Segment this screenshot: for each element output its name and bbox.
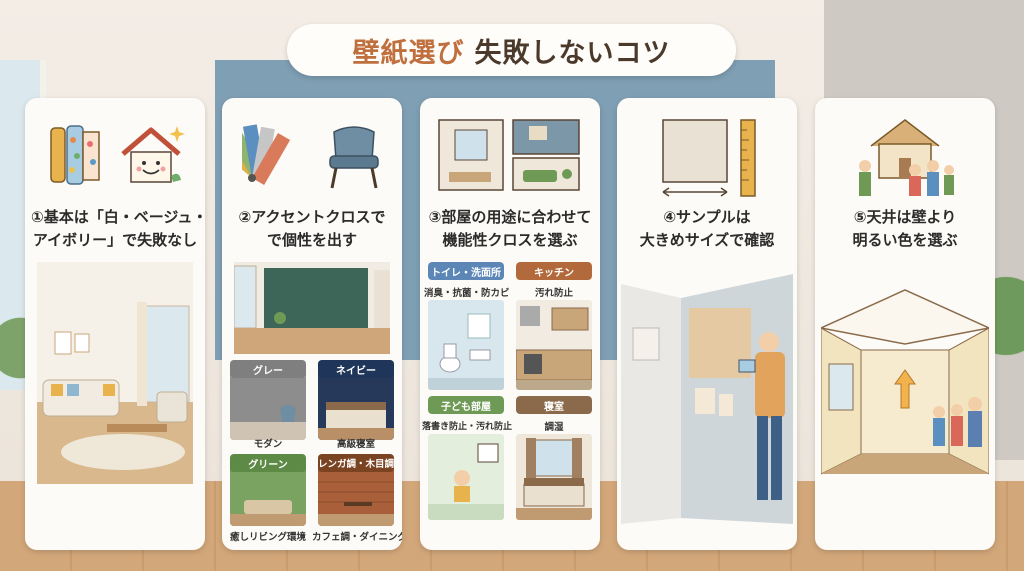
card4-title-line2: 大きめサイズで確認 <box>639 231 775 249</box>
swatch-green-label: グリーン <box>230 454 306 472</box>
room-kitchen-label-wrap: キッチン <box>516 262 592 282</box>
card3-title: ③部屋の用途に合わせて 機能性クロスを選ぶ <box>426 206 594 252</box>
swatch-gray: グレー <box>230 360 306 440</box>
swatch-green: グリーン <box>230 454 306 526</box>
room-kitchen-image <box>516 300 592 390</box>
tip-card-5: ⑤天井は壁より 明るい色を選ぶ <box>815 98 995 550</box>
room-bedroom-label: 寝室 <box>516 396 592 414</box>
room-kids-image <box>428 434 504 520</box>
room-bedroom-caption: 調湿 <box>544 422 564 433</box>
room-bedroom-image <box>516 434 592 520</box>
family-house-icon <box>859 119 954 196</box>
swatch-brick: レンガ調・木目調 <box>318 454 394 526</box>
background-plant-right <box>994 260 1024 400</box>
card3-title-line2: 機能性クロスを選ぶ <box>442 231 578 249</box>
card3-title-line1: ③部屋の用途に合わせて <box>428 208 592 226</box>
card5-title: ⑤天井は壁より 明るい色を選ぶ <box>821 206 989 252</box>
room-kids-label: 子ども部屋 <box>428 396 504 414</box>
swatch-green-caption: 癒しリビング環境 <box>229 532 306 543</box>
room-kids-label-wrap: 子ども部屋 <box>428 396 504 416</box>
title-part2: 失敗しないコツ <box>474 37 671 69</box>
room-toilet-label-wrap: トイレ・洗面所 <box>428 262 504 282</box>
card3-icons <box>420 112 600 198</box>
tip-card-2: ②アクセントクロスで で個性を出す グレー モダン ネイビー 高級寝室 <box>222 98 402 550</box>
swatch-navy-caption: 高級寝室 <box>336 439 375 450</box>
card5-ceiling-room-image <box>818 284 992 484</box>
room-toilet-image <box>428 300 504 390</box>
swatch-gray-caption: モダン <box>253 439 283 450</box>
room-kitchen-label: キッチン <box>516 262 592 280</box>
swatch-brick-caption: カフェ調・ダイニング <box>312 532 402 543</box>
card2-accent-room-image <box>233 262 390 354</box>
card2-title-line2: で個性を出す <box>266 231 357 249</box>
title-part1: 壁紙選び <box>352 37 465 69</box>
card4-icons <box>617 112 797 198</box>
room-kitchen-caption: 汚れ防止 <box>534 288 573 299</box>
room-kids-caption: 落書き防止・汚れ防止 <box>422 422 513 432</box>
room-bedroom-label-wrap: 寝室 <box>516 396 592 416</box>
smiling-house-icon <box>121 126 185 183</box>
card1-title-line2: アイボリー」で失敗なし <box>32 231 198 249</box>
card4-title-line1: ④サンプルは <box>663 208 751 226</box>
room-layout-icon <box>438 119 580 191</box>
card1-living-room-image <box>37 262 193 484</box>
room-toilet-label: トイレ・洗面所 <box>428 262 504 280</box>
card5-title-line1: ⑤天井は壁より <box>853 208 957 226</box>
color-swatch-fan-icon <box>242 124 291 185</box>
wallpaper-rolls-icon <box>50 125 100 185</box>
swatch-gray-label: グレー <box>230 360 306 378</box>
card4-sample-check-image <box>621 258 793 524</box>
sample-square-icon <box>662 119 728 197</box>
card5-icons <box>815 112 995 198</box>
ruler-icon <box>740 119 756 197</box>
swatch-brick-image <box>318 472 394 526</box>
swatch-brick-label: レンガ調・木目調 <box>318 454 394 472</box>
card1-title-line1: ①基本は「白・ベージュ・ <box>31 208 205 226</box>
swatch-gray-image <box>230 378 306 440</box>
card1-title: ①基本は「白・ベージュ・ アイボリー」で失敗なし <box>31 206 205 252</box>
tip-card-3: ③部屋の用途に合わせて 機能性クロスを選ぶ トイレ・洗面所 消臭・抗菌・防カビ … <box>420 98 600 550</box>
tip-card-1: ①基本は「白・ベージュ・ アイボリー」で失敗なし <box>25 98 205 550</box>
title-banner: 壁紙選び 失敗しないコツ <box>287 24 736 76</box>
card4-title: ④サンプルは 大きめサイズで確認 <box>623 206 791 252</box>
tip-card-4: ④サンプルは 大きめサイズで確認 <box>617 98 797 550</box>
armchair-icon <box>329 126 379 189</box>
swatch-navy-image <box>318 378 394 440</box>
card1-icons <box>25 112 205 198</box>
swatch-navy-label: ネイビー <box>318 360 394 378</box>
card2-title-line1: ②アクセントクロスで <box>238 208 386 226</box>
card5-title-line2: 明るい色を選ぶ <box>852 231 958 249</box>
swatch-green-image <box>230 472 306 526</box>
swatch-navy: ネイビー <box>318 360 394 440</box>
card2-icons <box>222 112 402 198</box>
room-toilet-caption: 消臭・抗菌・防カビ <box>424 288 510 299</box>
card2-title: ②アクセントクロスで で個性を出す <box>228 206 396 252</box>
